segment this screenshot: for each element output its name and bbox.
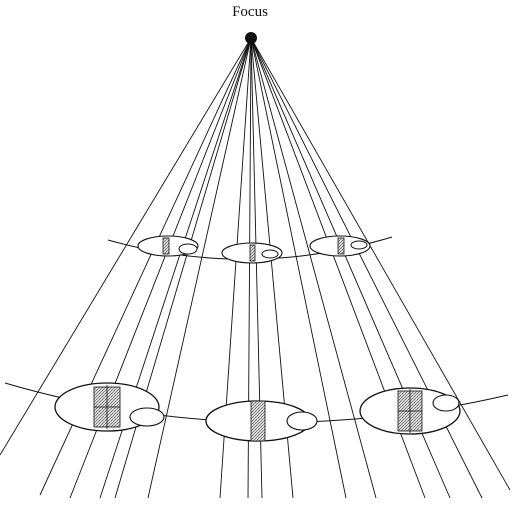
lower-ellipse-right	[359, 387, 461, 435]
upper-ellipse-right	[309, 235, 371, 257]
upper-ellipse-left	[137, 235, 199, 257]
lower-ellipse-center	[205, 400, 318, 442]
lower-ellipse-left	[54, 382, 165, 432]
focus-label: Focus	[232, 4, 268, 20]
upper-ellipse-center	[221, 242, 283, 264]
